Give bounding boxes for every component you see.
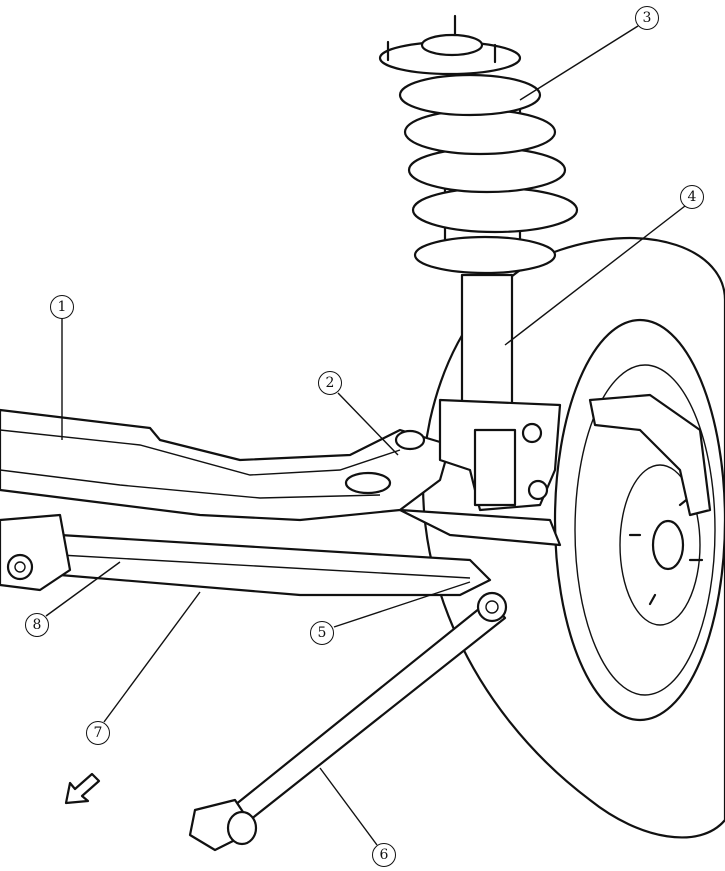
callout-1: 1 [50,295,74,319]
coil-spring [378,14,579,275]
crossmember [0,408,452,522]
arrow-down-left-icon [64,772,101,805]
lower-arms [0,508,562,597]
callout-6: 6 [372,843,396,867]
strut [438,273,562,512]
callout-5: 5 [310,621,334,645]
callout-8: 8 [25,613,49,637]
callout-3: 3 [635,6,659,30]
trailing-link [188,591,508,852]
callout-4: 4 [680,185,704,209]
leader-lines [45,25,686,846]
callout-2: 2 [318,371,342,395]
callout-7: 7 [86,721,110,745]
